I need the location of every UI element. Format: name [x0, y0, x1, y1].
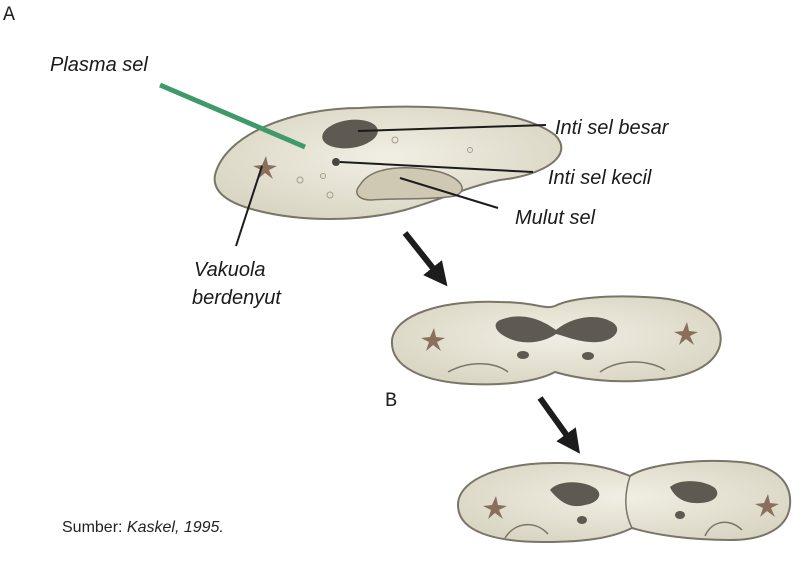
source-credit: Sumber: Kaskel, 1995. — [62, 518, 224, 537]
label-mouth: Mulut sel — [515, 206, 595, 230]
label-micronucleus: Inti sel kecil — [548, 166, 651, 190]
stage-label-b: B — [385, 390, 397, 414]
label-macronucleus: Inti sel besar — [555, 116, 668, 140]
cell-c — [458, 461, 790, 542]
pointer-plasma — [160, 85, 305, 147]
stage-label-a: A — [3, 4, 15, 28]
source-citation: Kaskel, 1995. — [127, 519, 224, 536]
label-plasma: Plasma sel — [50, 53, 148, 77]
cell-a — [215, 107, 562, 219]
label-vacuole-line2: berdenyut — [192, 286, 281, 310]
arrow-a-to-b — [405, 233, 440, 277]
cell-c-membrane — [458, 461, 790, 542]
label-vacuole-line1: Vakuola — [194, 258, 266, 282]
source-prefix: Sumber: — [62, 519, 122, 536]
cell-b — [392, 296, 721, 384]
cell-b-membrane — [392, 296, 721, 384]
arrow-b-to-c — [540, 398, 573, 444]
cell-a-micronucleus — [332, 158, 340, 166]
